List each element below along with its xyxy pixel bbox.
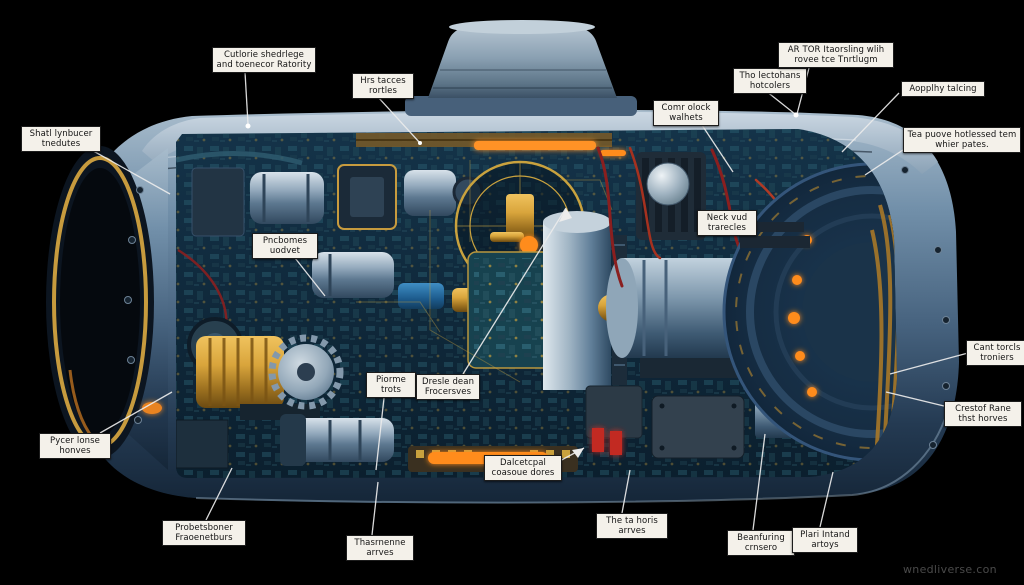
callout-thasrnenne: Thasrnenne arrves [346, 535, 414, 562]
circuit-board [467, 251, 561, 369]
callout-pycer-lonse: Pycer lonse honves [39, 433, 111, 460]
callout-dalcetcpal: Dalcetcpal coasoue dores [484, 455, 562, 482]
lens-assembly [46, 146, 168, 470]
junction-box [651, 395, 745, 459]
leader-lines [87, 67, 969, 536]
piston-assembly [280, 414, 394, 466]
callout-ar-tor: AR TOR Itaorsling wlih rovee tce Tnrtlug… [778, 42, 894, 69]
callout-shell-transducer: Shatl lynbucer tnedutes [21, 126, 101, 153]
cylinder-mid [312, 252, 394, 298]
hull-bolts-left [124, 186, 144, 424]
callout-neck-vud: Neck vud trarecles [697, 210, 757, 237]
gear-icon [268, 334, 344, 410]
finned-motor [636, 152, 706, 240]
callout-the-ra-horis: The ta horis arrves [596, 513, 668, 540]
callout-comp-block: Comr olock walhets [653, 100, 719, 127]
cylinder-small-2 [404, 170, 456, 216]
leader-arrowheads [559, 208, 584, 458]
sensor-dome [405, 20, 637, 116]
callout-piorme-trots: Piorme trots [366, 372, 416, 399]
square-unit [337, 164, 397, 230]
callout-tea-puove: Tea puove hotlessed tem whier pates. [903, 127, 1021, 154]
watermark: wnedliverse.con [903, 563, 997, 576]
callout-probetsboner: Probetsboner Fraoenetburs [162, 520, 246, 547]
leader-dots [245, 112, 799, 145]
callout-beanfuring: Beanfuring crnsero [727, 530, 795, 557]
glow-strip-top [474, 141, 596, 150]
module-box [191, 167, 245, 237]
blue-capacitor [398, 283, 444, 309]
callout-plari-intand: Plari Intand artoys [792, 527, 858, 554]
callout-apply-talcing: Aopplhy talcing [901, 81, 985, 98]
callout-tho-lectohans: Tho lectohans hotcolers [733, 68, 807, 95]
callout-cant-torcls: Cant torcls troniers [966, 340, 1024, 367]
callout-crestof-rane: Crestof Rane thst horves [944, 401, 1022, 428]
callout-dresle-dean: Dresle dean Frocersves [416, 374, 480, 401]
callout-pncbomes: Pncbomes uodvet [252, 233, 318, 260]
gold-coil-motor [196, 334, 344, 420]
hull-bolts-right [901, 166, 950, 449]
callout-hrs-tacces: Hrs tacces rortles [352, 73, 414, 100]
red-indicator [592, 428, 604, 452]
callout-cutaway-shielding: Cutlorie shedrlege and toenecor Ratority [212, 47, 316, 74]
cylinder-small-left [250, 172, 324, 224]
